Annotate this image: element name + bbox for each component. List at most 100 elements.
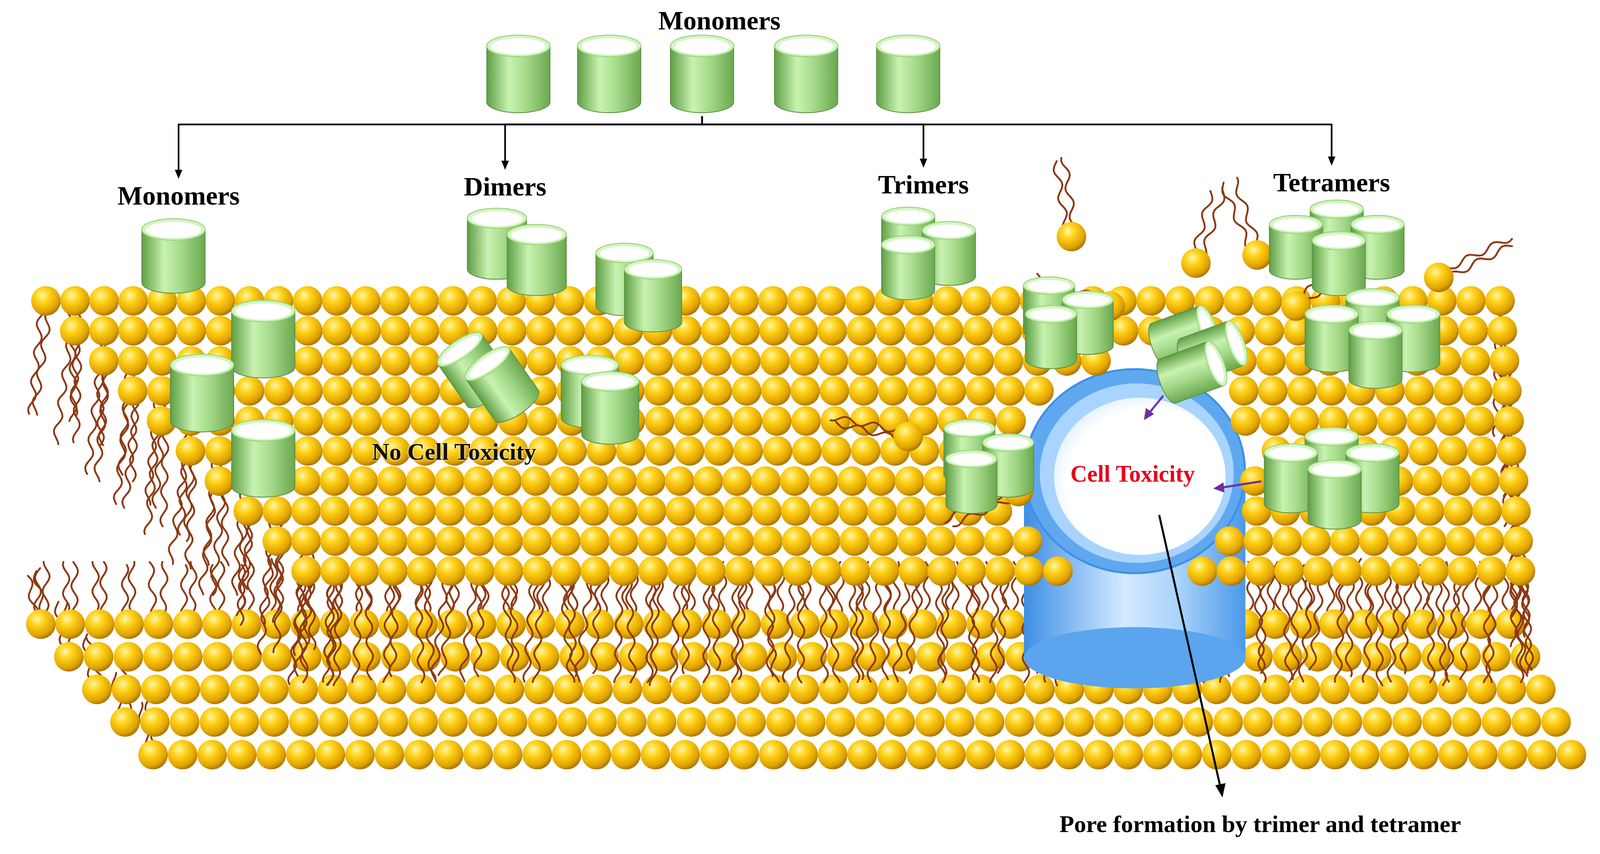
cylinder-top bbox=[949, 453, 993, 467]
lipid-tail bbox=[273, 545, 285, 653]
lipid-head bbox=[1272, 526, 1303, 557]
lipid-head bbox=[638, 556, 668, 586]
lipid-head bbox=[520, 466, 551, 497]
lipid-head bbox=[1254, 316, 1284, 346]
lipid-head bbox=[377, 466, 407, 497]
lipid-head bbox=[322, 436, 352, 466]
lipid-head bbox=[167, 740, 198, 770]
connector-line bbox=[701, 116, 924, 160]
lipid-head bbox=[847, 346, 878, 376]
cylinder-top bbox=[600, 246, 649, 262]
cylinder-top bbox=[1314, 203, 1360, 216]
lipid-head bbox=[83, 642, 114, 672]
lipid-head bbox=[496, 316, 527, 346]
lipid-head bbox=[1349, 675, 1379, 705]
lipid-head bbox=[985, 556, 1015, 586]
lipid-head bbox=[289, 707, 319, 738]
lipid-head bbox=[526, 316, 556, 346]
lipid-head bbox=[636, 466, 666, 497]
lipid-head bbox=[673, 376, 703, 406]
cylinder-top bbox=[885, 239, 931, 252]
lipid-head bbox=[526, 346, 557, 376]
lipid-tail bbox=[1522, 575, 1534, 674]
lipid-tail bbox=[122, 395, 140, 509]
lipid-head bbox=[147, 316, 177, 346]
lipid-tail bbox=[1460, 576, 1470, 681]
cylinder-rim bbox=[1264, 444, 1318, 463]
lipid-head bbox=[1408, 675, 1438, 705]
protein-cylinder bbox=[231, 419, 296, 498]
lipid-head bbox=[760, 346, 790, 376]
lipid-head bbox=[175, 436, 206, 466]
lipid-head bbox=[907, 675, 937, 705]
lipid-head bbox=[439, 406, 470, 436]
lipid-head bbox=[838, 496, 868, 526]
lipid-head bbox=[868, 526, 899, 557]
lipid-head bbox=[113, 642, 143, 672]
lipid-head bbox=[1541, 707, 1571, 738]
lipid-head bbox=[493, 526, 523, 557]
lipid-head bbox=[1377, 406, 1407, 436]
lipid-head bbox=[645, 436, 675, 466]
lipid-head bbox=[809, 496, 840, 526]
lipid-head bbox=[435, 675, 465, 705]
lipid-head bbox=[898, 556, 928, 586]
lipid-head bbox=[322, 316, 352, 346]
lipid-head bbox=[1261, 740, 1291, 770]
lipid-head bbox=[1034, 707, 1064, 738]
lipid-head bbox=[788, 316, 818, 346]
lipid-head bbox=[110, 707, 140, 738]
cylinder-top bbox=[1066, 294, 1109, 307]
lipid-head bbox=[292, 436, 323, 466]
annotation: Pore formation by trimer and tetramer bbox=[1059, 811, 1462, 838]
lipid-head bbox=[259, 675, 289, 705]
lipid-head bbox=[1024, 740, 1055, 770]
lipid-tail bbox=[575, 575, 592, 682]
lipid-head bbox=[291, 526, 321, 557]
lipid-head bbox=[996, 406, 1026, 436]
lipid-head bbox=[670, 740, 700, 770]
lipid-tail bbox=[1434, 575, 1448, 686]
lipid-head bbox=[1464, 406, 1495, 436]
lipid-head bbox=[318, 707, 349, 738]
lipid-tail bbox=[211, 485, 226, 596]
lipid-head bbox=[1503, 526, 1533, 557]
cylinder-rim bbox=[170, 354, 234, 377]
lipid-head bbox=[730, 316, 760, 346]
lipid-head bbox=[351, 406, 382, 436]
cylinder-rim bbox=[231, 419, 296, 442]
lipid-tail bbox=[703, 575, 710, 683]
lipid-head bbox=[494, 675, 525, 705]
cylinder-rim bbox=[670, 35, 734, 57]
lipid-head bbox=[1412, 466, 1443, 497]
cylinder-top bbox=[235, 303, 291, 320]
lipid-head bbox=[787, 286, 817, 316]
lipid-head bbox=[522, 740, 552, 770]
cylinder-top bbox=[585, 375, 635, 390]
lipid-head bbox=[1245, 556, 1275, 586]
cylinder-top bbox=[628, 262, 678, 278]
lipid-head bbox=[291, 556, 321, 586]
lipid-head bbox=[1422, 707, 1452, 738]
cylinder-rim bbox=[1386, 305, 1440, 324]
lipid-head bbox=[643, 346, 673, 376]
lipid-head bbox=[233, 496, 263, 526]
lipid-head bbox=[643, 376, 674, 406]
lipid-head bbox=[60, 316, 90, 346]
lipid-head bbox=[1273, 707, 1303, 738]
lipid-head bbox=[644, 406, 675, 436]
lipid-tail bbox=[1400, 575, 1412, 674]
lipid-head bbox=[118, 286, 148, 316]
lipid-head bbox=[1242, 240, 1272, 270]
lipid-head bbox=[731, 346, 761, 376]
lipid-head bbox=[1302, 707, 1333, 738]
cylinder-top bbox=[1316, 234, 1361, 248]
lipid-head bbox=[551, 556, 581, 586]
lipid-head bbox=[345, 740, 375, 770]
lipid-head bbox=[885, 707, 915, 738]
lipid-head bbox=[696, 556, 726, 586]
lipid-head bbox=[434, 466, 465, 497]
lipid-head bbox=[1330, 526, 1360, 557]
cylinder-rim bbox=[1304, 305, 1358, 324]
lipid-head bbox=[961, 286, 992, 316]
